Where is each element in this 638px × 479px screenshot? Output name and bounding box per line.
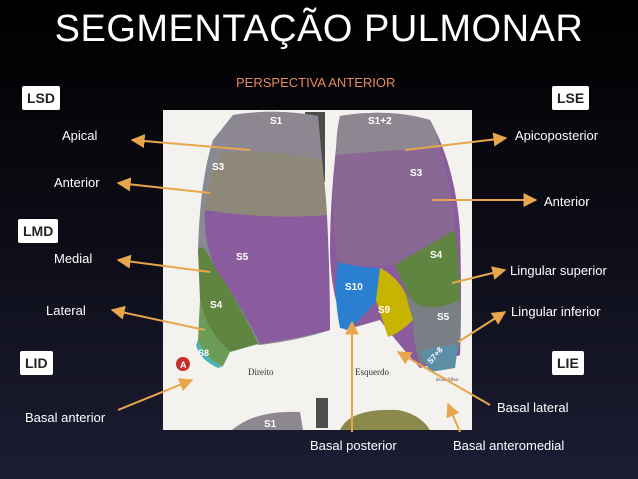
text-s1-bottom: S1 bbox=[264, 419, 277, 430]
segment-s10-left bbox=[335, 262, 380, 330]
segment-s3-left bbox=[333, 148, 455, 266]
segment-s9-left bbox=[376, 268, 413, 337]
segment-s8-right bbox=[198, 300, 230, 366]
text-esquerdo: Esquerdo bbox=[355, 367, 389, 377]
text-s5-left: S5 bbox=[437, 312, 450, 323]
text-s1-right: S1 bbox=[270, 116, 283, 127]
page-subtitle: PERSPECTIVA ANTERIOR bbox=[236, 75, 396, 90]
text-marker-a: A bbox=[180, 360, 187, 370]
arrow-anterior-right bbox=[116, 177, 211, 194]
tag-lsd: LSD bbox=[22, 86, 60, 110]
segment-s1-right bbox=[222, 111, 322, 160]
arrow-basal-lateral bbox=[396, 351, 491, 406]
segment-s78-left bbox=[420, 345, 458, 372]
arrow-lingular-inferior bbox=[457, 311, 507, 343]
text-s3-left: S3 bbox=[410, 168, 423, 179]
label-lingular-superior: Lingular superior bbox=[510, 263, 607, 278]
page-title: SEGMENTAÇÃO PULMONAR bbox=[54, 8, 584, 50]
arrow-medial bbox=[116, 254, 211, 273]
text-s4-right: S4 bbox=[210, 300, 223, 311]
text-direito: Direito bbox=[248, 367, 274, 377]
label-basal-lateral: Basal lateral bbox=[497, 400, 569, 415]
label-basal-anteromedial: Basal anteromedial bbox=[453, 438, 565, 453]
tag-lse: LSE bbox=[552, 86, 590, 110]
label-basal-anterior: Basal anterior bbox=[25, 410, 106, 425]
tag-lie: LIE bbox=[552, 351, 584, 375]
text-s9-left: S9 bbox=[378, 305, 391, 316]
label-lateral: Lateral bbox=[46, 303, 86, 318]
label-lingular-inferior: Lingular inferior bbox=[511, 304, 601, 319]
text-s5-right: S5 bbox=[236, 252, 249, 263]
label-anterior-left-lung: Anterior bbox=[544, 194, 590, 209]
label-apical: Apical bbox=[62, 128, 98, 143]
arrow-lingular-superior bbox=[451, 266, 507, 284]
segment-s12-left bbox=[336, 112, 440, 155]
text-s3-right: S3 bbox=[212, 162, 225, 173]
tag-lid: LID bbox=[20, 351, 53, 375]
label-apicoposterior: Apicoposterior bbox=[515, 128, 599, 143]
arrow-basal-anterior bbox=[117, 378, 194, 411]
trachea-bottom bbox=[316, 398, 328, 428]
segment-s3-right bbox=[205, 151, 327, 217]
text-s12-left: S1+2 bbox=[368, 116, 392, 127]
label-medial: Medial bbox=[54, 251, 93, 266]
bottom-right-lung bbox=[232, 411, 303, 430]
label-anterior-right-lung: Anterior bbox=[54, 175, 100, 190]
arrow-lateral bbox=[110, 305, 206, 331]
segment-s4-right bbox=[198, 247, 258, 352]
text-s10-left: S10 bbox=[345, 282, 363, 293]
segment-s4-left bbox=[395, 230, 460, 318]
segment-s5-right bbox=[204, 210, 330, 344]
text-s8-right: S8 bbox=[198, 348, 209, 358]
segment-s8-teal bbox=[196, 340, 223, 368]
arrow-apicoposterior bbox=[404, 132, 508, 151]
arrow-apical bbox=[130, 134, 251, 151]
tag-lmd: LMD bbox=[18, 219, 59, 243]
label-basal-posterior: Basal posterior bbox=[310, 438, 397, 453]
bottom-left-lung bbox=[340, 409, 430, 430]
marker-a-circle bbox=[176, 357, 190, 371]
arrow-basal-anteromedial bbox=[446, 402, 461, 433]
text-s4-left: S4 bbox=[430, 250, 443, 261]
